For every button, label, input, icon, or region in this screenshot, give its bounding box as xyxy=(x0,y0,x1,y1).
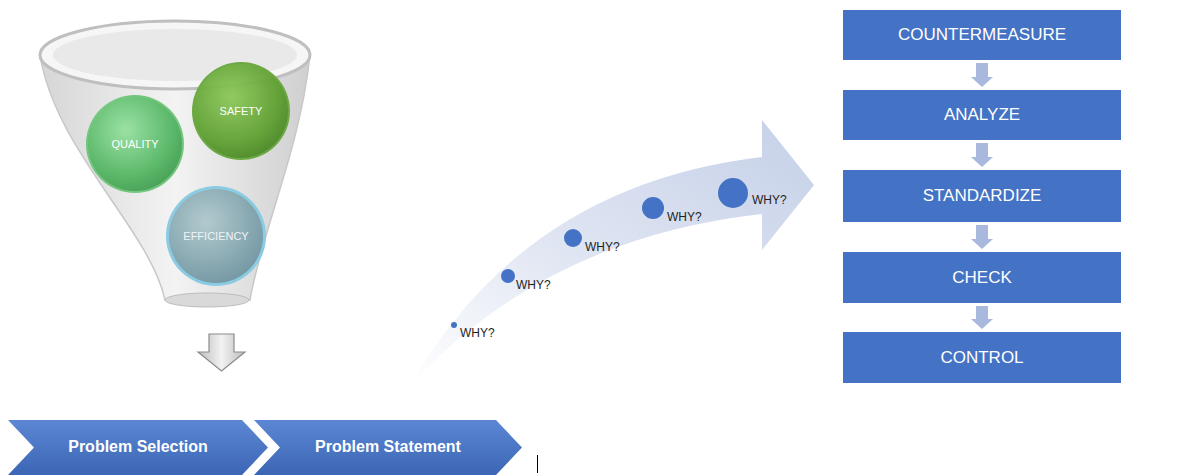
node-text: QUALITY xyxy=(111,138,158,150)
node-text: STANDARDIZE xyxy=(923,186,1042,206)
node-text: CHECK xyxy=(952,268,1012,288)
node-text: EFFICIENCY xyxy=(183,230,248,242)
node-text: COUNTERMEASURE xyxy=(898,25,1066,45)
flow-arrow xyxy=(971,306,993,329)
process-box: STANDARDIZE xyxy=(843,170,1121,222)
node-text: Problem Selection xyxy=(62,439,214,456)
node-text: ANALYZE xyxy=(944,105,1020,125)
process-box: COUNTERMEASURE xyxy=(843,10,1121,60)
why-label: WHY? xyxy=(516,278,551,292)
why-label: WHY? xyxy=(585,240,620,254)
node-text: SAFETY xyxy=(220,105,263,117)
category-circle: EFFICIENCY xyxy=(166,186,266,286)
category-circle: QUALITY xyxy=(86,95,184,193)
down-arrow xyxy=(198,334,245,371)
cursor-mark xyxy=(537,455,538,473)
why-label: WHY? xyxy=(667,210,702,224)
chevron-step: Problem Selection xyxy=(8,420,268,475)
chevron-step: Problem Statement xyxy=(254,420,522,475)
flow-arrow xyxy=(971,143,993,167)
node-text: Problem Statement xyxy=(312,439,464,456)
flow-arrow xyxy=(971,63,993,87)
why-curved-arrow xyxy=(410,120,814,386)
funnel xyxy=(40,21,310,307)
why-label: WHY? xyxy=(460,326,495,340)
process-box: CONTROL xyxy=(843,332,1121,383)
process-box: CHECK xyxy=(843,252,1121,303)
why-label: WHY? xyxy=(752,193,787,207)
process-box: ANALYZE xyxy=(843,90,1121,140)
flow-arrow xyxy=(971,225,993,249)
category-circle: SAFETY xyxy=(192,62,290,160)
why-dots xyxy=(451,178,748,328)
node-text: CONTROL xyxy=(940,348,1023,368)
